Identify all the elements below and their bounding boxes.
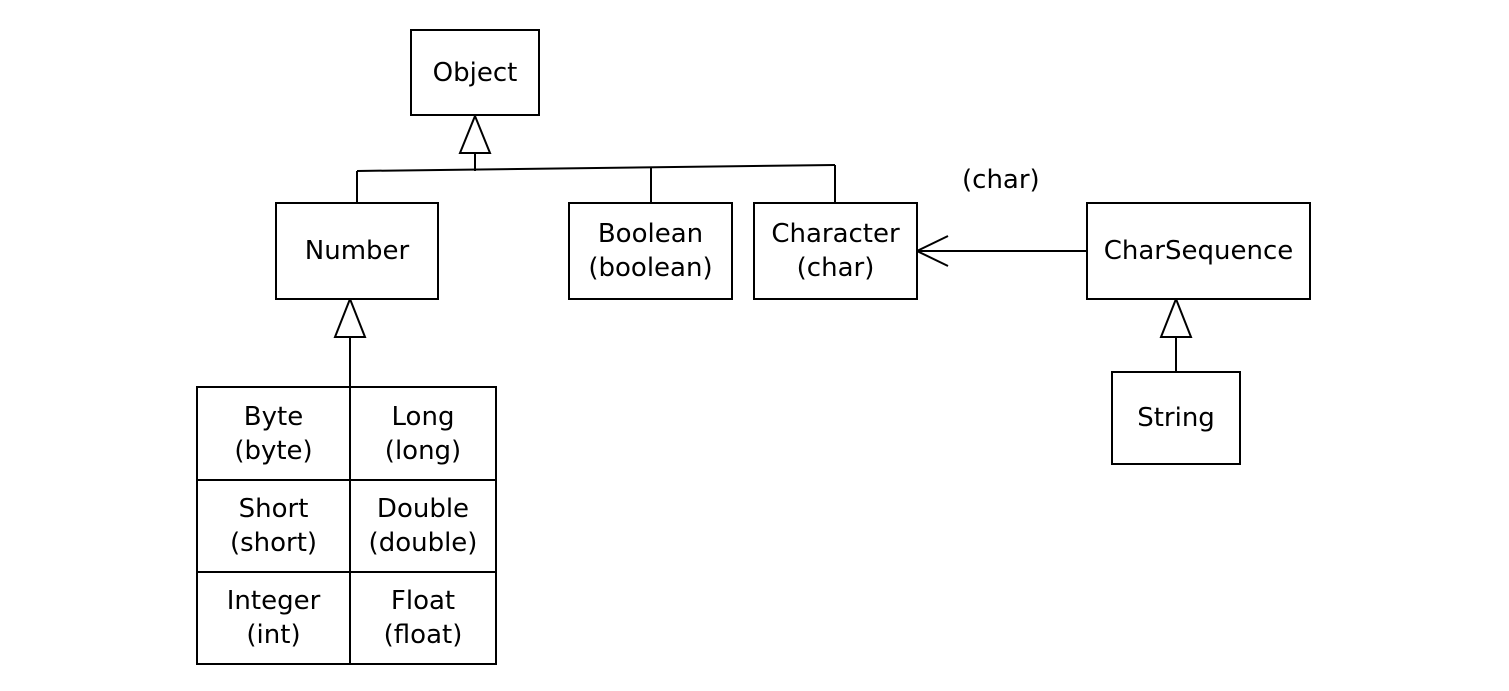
class-character: Character (char): [753, 202, 918, 300]
class-name: Integer: [226, 586, 321, 616]
class-name: Double: [376, 494, 470, 524]
class-number: Number: [275, 202, 439, 300]
primitive-type: (float): [383, 620, 463, 650]
class-name: Object: [432, 57, 518, 88]
class-name: Float: [390, 586, 456, 616]
inheritance-arrow-charsequence: [1159, 296, 1193, 338]
class-name: Character: [771, 219, 900, 249]
class-name: CharSequence: [1103, 236, 1294, 266]
class-name: Boolean: [597, 219, 704, 249]
class-charsequence: CharSequence: [1086, 202, 1311, 300]
class-boolean: Boolean (boolean): [568, 202, 733, 300]
inheritance-arrow-object: [458, 113, 492, 154]
class-name: Byte: [243, 401, 304, 432]
class-double: Double (double): [349, 479, 497, 573]
class-long: Long (long): [349, 386, 497, 481]
class-name: Long: [391, 401, 455, 432]
association-label: (char): [962, 165, 1040, 195]
class-short: Short (short): [196, 479, 351, 573]
class-object: Object: [410, 29, 540, 116]
class-name: Short: [238, 494, 309, 524]
inheritance-arrow-number: [333, 296, 367, 338]
class-string: String: [1111, 371, 1241, 465]
primitive-type: (boolean): [588, 253, 713, 283]
class-byte: Byte (byte): [196, 386, 351, 481]
primitive-type: (long): [384, 435, 462, 466]
class-name: String: [1137, 403, 1215, 433]
primitive-type: (short): [229, 528, 318, 558]
class-integer: Integer (int): [196, 571, 351, 665]
primitive-type: (double): [368, 528, 478, 558]
primitive-type: (int): [246, 620, 301, 650]
primitive-type: (char): [796, 253, 875, 283]
class-float: Float (float): [349, 571, 497, 665]
connector-object-bus: [356, 164, 836, 172]
primitive-type: (byte): [234, 435, 313, 466]
class-name: Number: [304, 236, 410, 266]
